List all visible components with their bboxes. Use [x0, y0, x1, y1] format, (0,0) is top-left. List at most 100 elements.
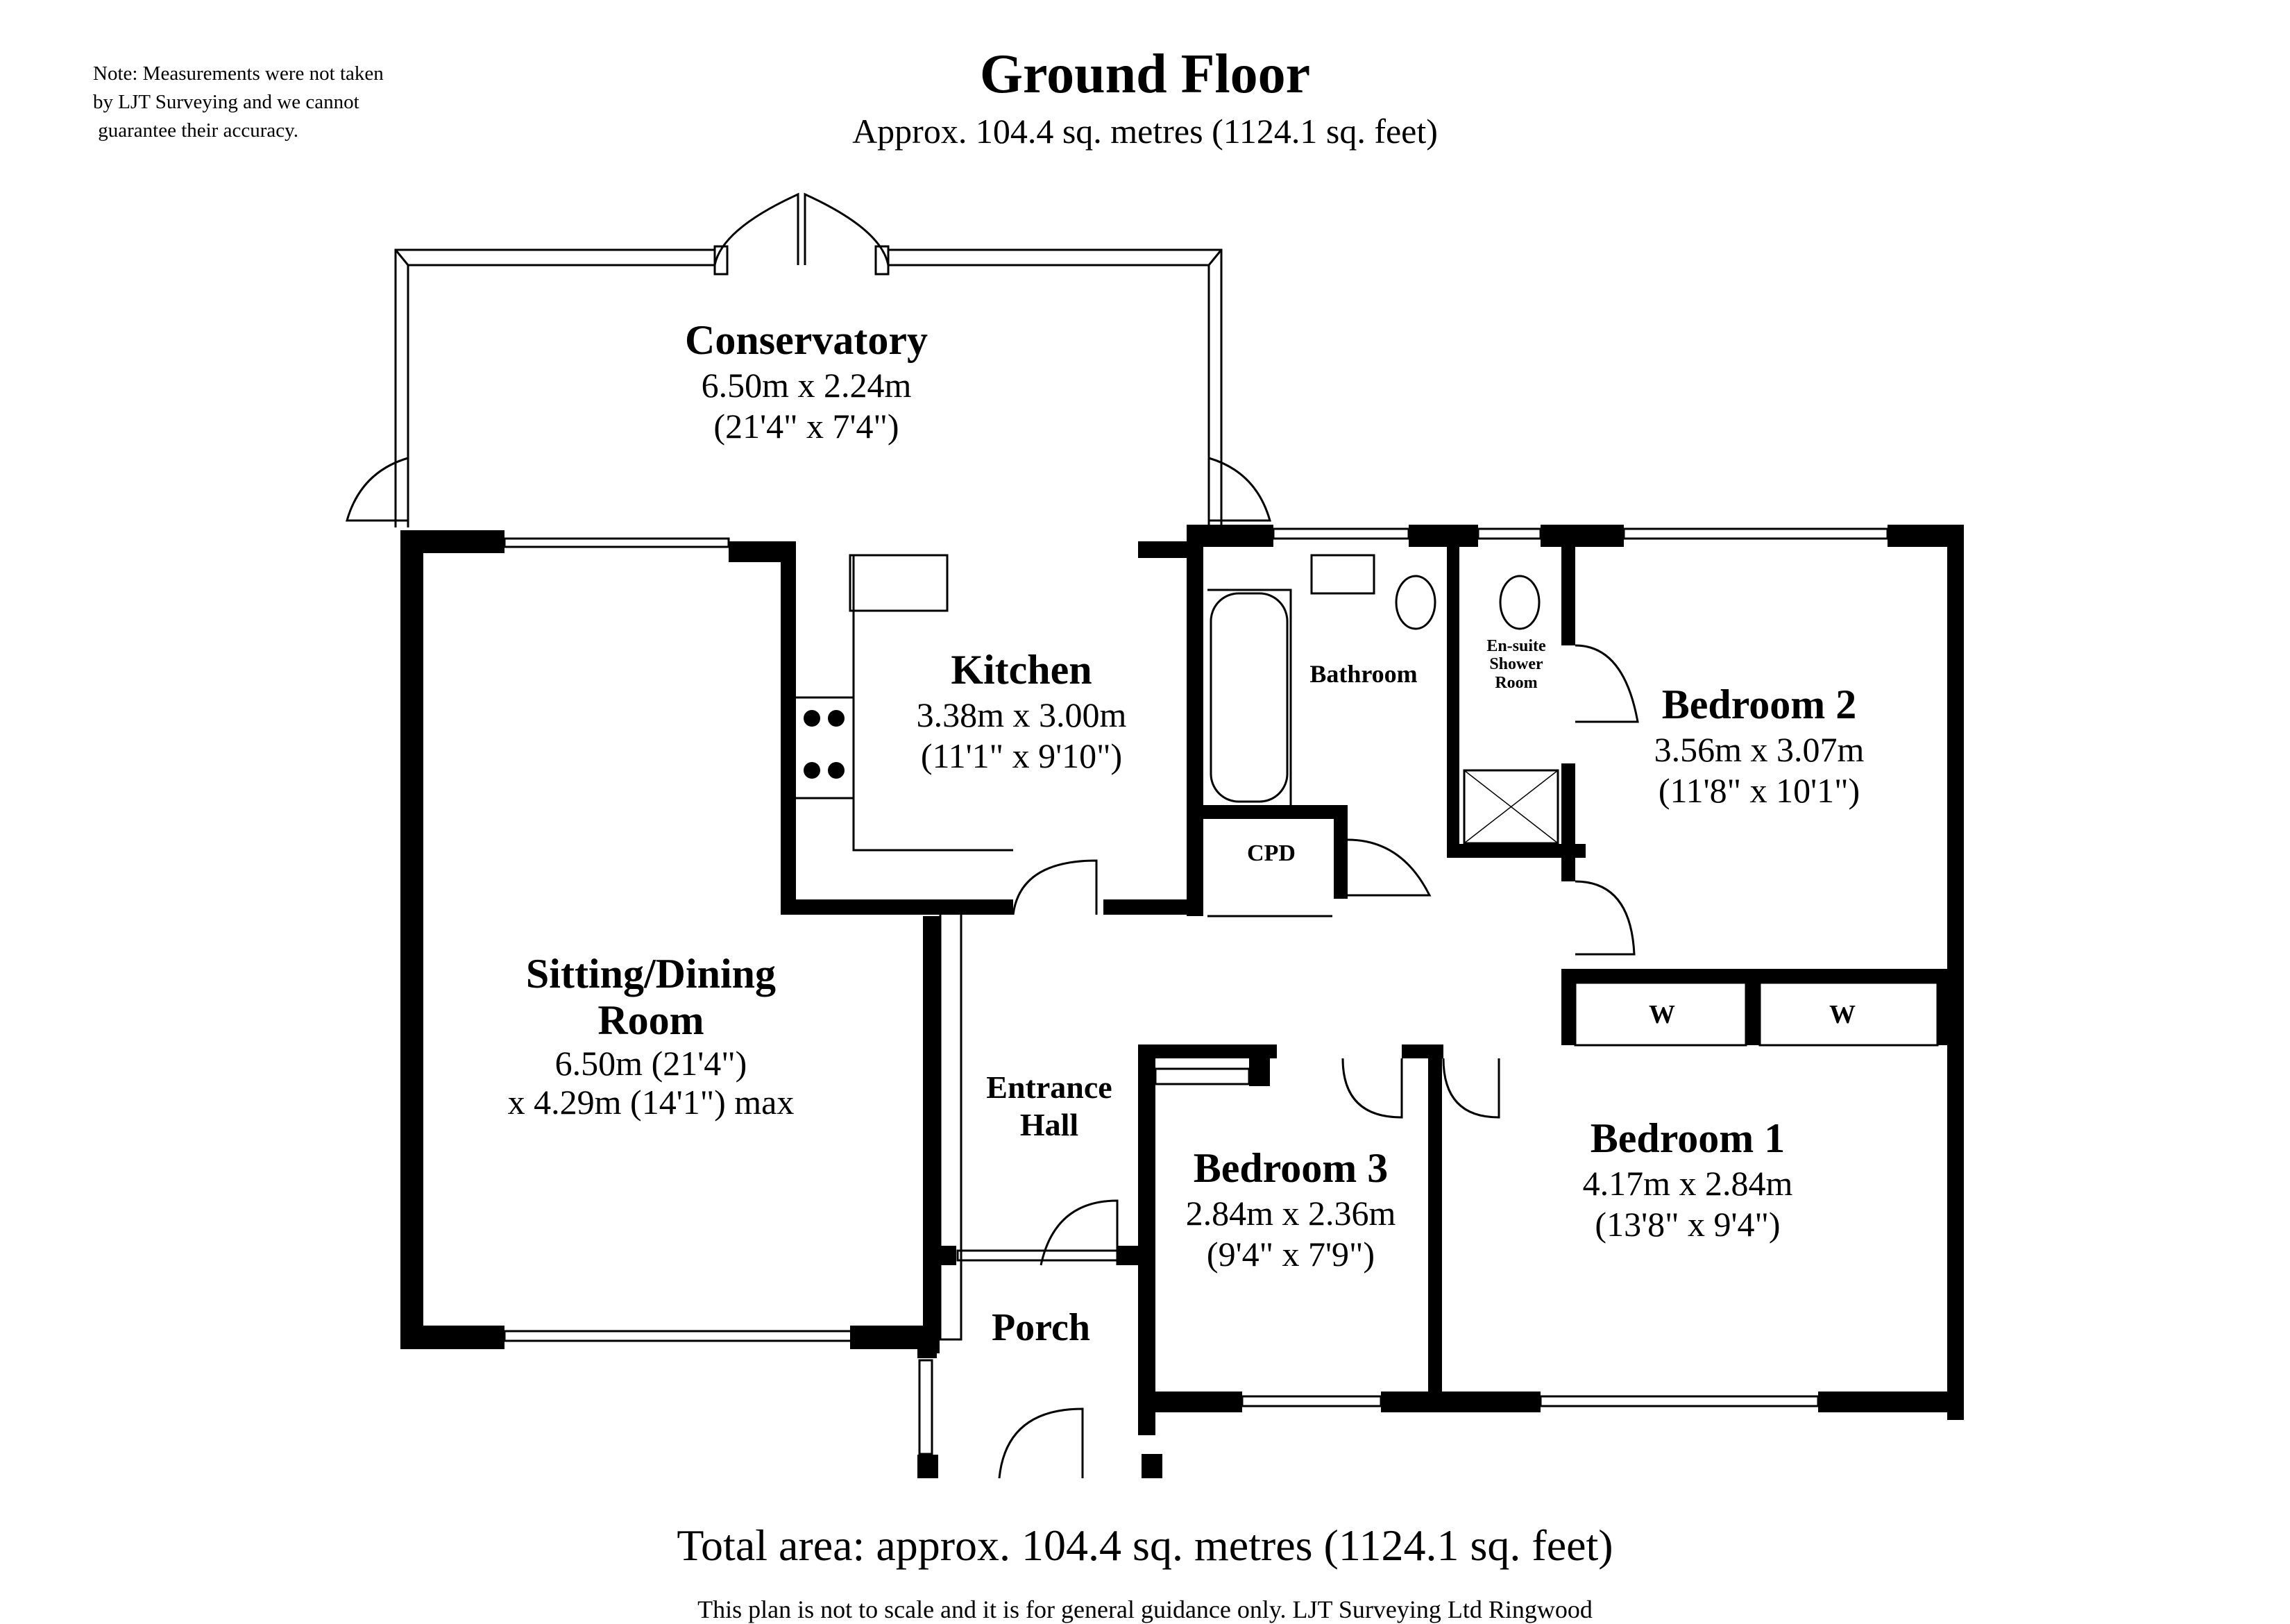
bathtub	[1210, 592, 1289, 803]
kitchen-worktop	[852, 555, 1013, 852]
room-bedroom1: Bedroom 1 4.17m x 2.84m (13'8" x 9'4")	[1583, 1114, 1793, 1245]
wall-porch-bottom-left	[917, 1455, 938, 1478]
window-sitting-top	[503, 537, 730, 548]
window-bedroom3	[1241, 1395, 1382, 1407]
room-conservatory: Conservatory 6.50m x 2.24m (21'4" x 7'4"…	[685, 316, 928, 447]
page-subtitle: Approx. 104.4 sq. metres (1124.1 sq. fee…	[852, 112, 1438, 151]
measurement-note: Note: Measurements were not taken by LJT…	[93, 62, 384, 142]
room-size-imperial: (21'4" x 7'4")	[713, 406, 899, 446]
disclaimer: This plan is not to scale and it is for …	[697, 1596, 1593, 1623]
room-cpd: CPD	[1247, 840, 1296, 868]
room-name-line1: Sitting/Dining	[525, 951, 777, 997]
wall-kitchen-bottom-right	[1103, 899, 1194, 915]
wall-kitchen-left	[781, 541, 796, 913]
room-size-metric: 3.56m x 3.07m	[1654, 729, 1865, 769]
wall-ensuite-right-bottom	[1561, 763, 1575, 881]
wall-sitting-left	[400, 530, 423, 1349]
wall-porch-corner	[917, 1341, 937, 1358]
conservatory-door-post-right	[874, 245, 890, 276]
room-name: Conservatory	[685, 317, 928, 363]
door-porch-inner	[1040, 1199, 1119, 1266]
wardrobe-1	[1574, 981, 1747, 1047]
room-size-metric: 2.84m x 2.36m	[1185, 1193, 1396, 1233]
conservatory-inner-right	[888, 264, 1210, 527]
bedroom3-cupboard	[1154, 1067, 1250, 1085]
room-size-line2: x 4.29m (14'1") max	[507, 1083, 795, 1122]
room-name: Bedroom 3	[1193, 1145, 1389, 1191]
window-bathroom	[1272, 527, 1410, 540]
conservatory-corner-left	[394, 249, 409, 266]
room-size-imperial: (11'1" x 9'10")	[920, 736, 1123, 775]
bath-basin	[1310, 554, 1375, 595]
wall-bed2-left-lower	[1561, 969, 1575, 1045]
room-sitting-dining: Sitting/Dining Room 6.50m (21'4") x 4.29…	[508, 951, 795, 1122]
room-name-line1: En-suite	[1486, 637, 1546, 655]
wall-bed3-bed1-divider	[1428, 1044, 1442, 1405]
wall-sitting-right	[923, 916, 940, 1353]
ensuite-shower-cross	[1464, 770, 1559, 844]
kitchen-hob	[796, 696, 855, 800]
wardrobe-2	[1758, 981, 1939, 1047]
room-porch: Porch	[992, 1305, 1090, 1351]
door-bedroom3	[1341, 1058, 1403, 1119]
door-kitchen	[1012, 859, 1098, 915]
wardrobe-label: W	[1829, 1000, 1856, 1029]
hob-ring-3	[804, 762, 820, 779]
page-title: Ground Floor	[979, 44, 1311, 105]
hall-left-wall	[939, 901, 962, 1341]
room-name-line2: Hall	[1019, 1107, 1079, 1143]
kitchen-sink	[849, 554, 949, 612]
room-size-metric: 3.38m x 3.00m	[916, 695, 1127, 734]
wall-bed3-left	[1138, 1044, 1155, 1405]
room-name: CPD	[1247, 840, 1296, 866]
wall-ensuite-top-right	[1541, 525, 1624, 547]
window-bedroom2	[1622, 527, 1889, 540]
thin-walls	[346, 192, 1939, 1479]
conservatory-corner-right	[1207, 249, 1223, 266]
wall-cpd-top	[1201, 805, 1346, 819]
room-size-imperial: (13'8" x 9'4")	[1595, 1204, 1781, 1244]
door-conservatory-right-leaf	[804, 192, 890, 266]
wall-porch-bottom-right	[1142, 1454, 1162, 1478]
door-conservatory-side-right	[1208, 457, 1271, 522]
room-size-imperial: (9'4" x 7'9")	[1206, 1234, 1375, 1274]
room-name: Kitchen	[951, 647, 1092, 693]
window-porch-top	[956, 1249, 1119, 1262]
door-conservatory-side-left	[346, 457, 409, 522]
window-ensuite	[1477, 527, 1542, 540]
wall-ensuite-left	[1447, 541, 1459, 857]
wall-bed3-stub	[1249, 1044, 1270, 1086]
room-size-imperial: (11'8" x 10'1")	[1658, 770, 1860, 810]
wall-bed3-bottom-right	[1381, 1392, 1541, 1412]
bath-tub-surround	[1207, 589, 1292, 805]
ensuite-shower-tray	[1463, 769, 1559, 845]
room-name-line1: Entrance	[986, 1069, 1112, 1105]
conservatory-outer-right	[888, 248, 1223, 527]
conservatory-inner-left	[407, 264, 715, 527]
room-size-line1: 6.50m (21'4")	[554, 1044, 747, 1083]
wall-ensuite-right-top	[1561, 541, 1575, 645]
ensuite-toilet	[1499, 575, 1541, 630]
window-sitting-bottom	[503, 1330, 853, 1342]
hob-ring-2	[828, 710, 845, 727]
conservatory-door-post-left	[713, 245, 729, 276]
wall-sitting-bottom-left	[400, 1326, 504, 1349]
door-bedroom2	[1575, 880, 1636, 956]
wall-porch-right	[1138, 1409, 1155, 1435]
wardrobe-label-1: W	[1649, 999, 1675, 1031]
room-name: Bedroom 1	[1590, 1115, 1786, 1161]
room-name-line2: Shower	[1489, 655, 1543, 674]
wall-kitchen-bottom-left	[781, 899, 1013, 915]
door-porch-front	[998, 1407, 1084, 1479]
window-porch-left	[918, 1359, 933, 1455]
hob-ring-4	[828, 762, 845, 779]
door-conservatory-left-leaf	[713, 192, 799, 266]
door-bedroom1	[1442, 1058, 1500, 1119]
total-area: Total area: approx. 104.4 sq. metres (11…	[677, 1521, 1613, 1570]
room-kitchen: Kitchen 3.38m x 3.00m (11'1" x 9'10")	[917, 645, 1127, 777]
window-bedroom1	[1539, 1395, 1820, 1407]
wall-kitchen-top-right	[1138, 541, 1194, 558]
wall-bath-top-mid	[1409, 525, 1478, 547]
room-ensuite: En-suite Shower Room	[1486, 637, 1545, 692]
